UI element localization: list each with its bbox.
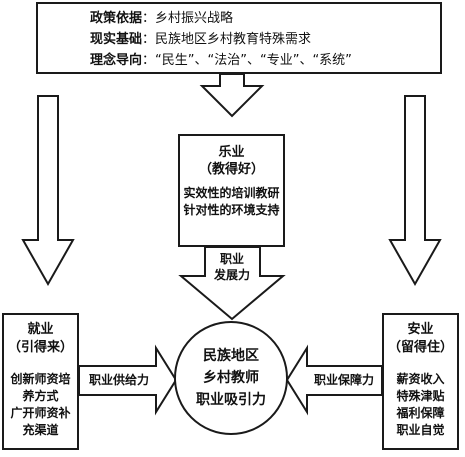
policy-key: 政策依据 [90, 11, 143, 26]
left-body-3: 广开师资补 [10, 406, 71, 420]
right-body-2: 特殊津贴 [396, 389, 445, 403]
left-title: 就业 [27, 322, 54, 337]
right-body-3: 福利保障 [396, 406, 445, 420]
career-happiness-box: 乐业 （教得好） 实效性的培训教研 针对性的环境支持 [178, 134, 285, 247]
right-body-4: 职业自觉 [396, 423, 445, 437]
employment-box: 就业 （引得来） 创新师资培 养方式 广开师资补 充渠道 [2, 313, 79, 450]
right-body-1: 薪资收入 [396, 372, 445, 386]
center-arrow-label-1: 职业 [219, 252, 244, 266]
left-body-1: 创新师资培 [10, 372, 71, 386]
left-down-arrow [21, 95, 75, 287]
policy-basis-box: 政策依据：乡村振兴战略 现实基础：民族地区乡村教育特殊需求 理念导向：“民生”、… [36, 2, 442, 74]
left-to-circle-arrow [78, 344, 178, 416]
policy-line: 政策依据：乡村振兴战略 [90, 11, 234, 26]
right-arrow-label: 职业保障力 [313, 373, 374, 387]
center-arrow-label-2: 发展力 [213, 268, 250, 282]
reality-key: 现实基础 [90, 32, 143, 47]
right-subtitle: （留得住） [387, 340, 453, 355]
circle-line-3: 职业吸引力 [196, 392, 266, 408]
circle-line-1: 民族地区 [203, 348, 259, 364]
left-arrow-label: 职业供给力 [88, 373, 149, 387]
concept-value: “民生”、“法治”、“专业”、“系统” [155, 53, 352, 68]
top-to-center-arrow [199, 73, 265, 118]
right-title: 安业 [407, 322, 434, 337]
right-to-circle-arrow [285, 344, 383, 416]
right-down-arrow [388, 95, 442, 287]
center-line2: 针对性的环境支持 [183, 203, 280, 217]
policy-value: 乡村振兴战略 [155, 11, 234, 26]
left-body-2: 养方式 [22, 389, 59, 403]
center-arrow-label: 职业 发展力 [208, 251, 256, 283]
attraction-circle: 民族地区 乡村教师 职业吸引力 [174, 321, 288, 435]
retention-box: 安业 （留得住） 薪资收入 特殊津贴 福利保障 职业自觉 [382, 313, 459, 450]
left-subtitle: （引得来） [7, 340, 73, 355]
concept-line: 理念导向：“民生”、“法治”、“专业”、“系统” [90, 53, 352, 68]
reality-line: 现实基础：民族地区乡村教育特殊需求 [90, 32, 312, 47]
reality-value: 民族地区乡村教育特殊需求 [155, 32, 312, 47]
center-line1: 实效性的培训教研 [183, 186, 280, 200]
center-subtitle: （教得好） [198, 162, 264, 177]
center-title: 乐业 [218, 145, 245, 160]
concept-key: 理念导向 [90, 53, 143, 68]
center-down-arrow [178, 246, 286, 321]
circle-line-2: 乡村教师 [203, 370, 259, 386]
left-body-4: 充渠道 [22, 423, 59, 437]
